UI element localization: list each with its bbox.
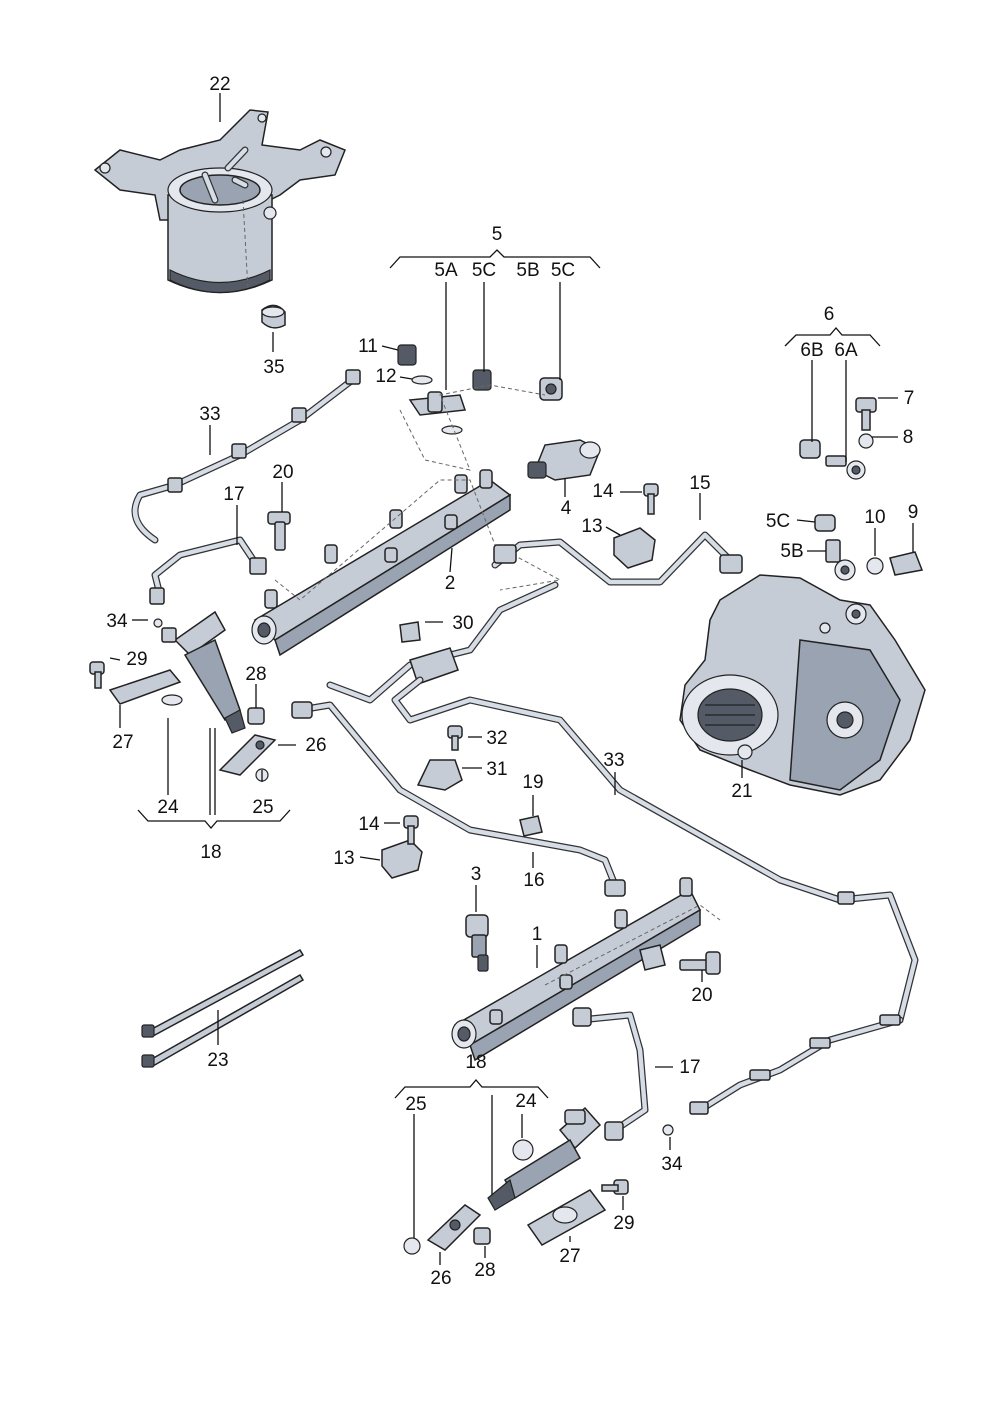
label-4: 4 — [561, 498, 572, 519]
injector-line-part-17-bottom — [572, 1007, 674, 1141]
label-5C-c: 5C — [766, 511, 790, 532]
label-2: 2 — [445, 573, 456, 594]
label-5B-b: 5B — [780, 541, 803, 562]
label-35: 35 — [263, 357, 284, 378]
cable-ties-part-23 — [141, 949, 305, 1068]
label-5C-b: 5C — [551, 260, 575, 281]
high-pressure-line-part-15 — [491, 531, 743, 586]
label-20-top: 20 — [272, 462, 293, 483]
label-6: 6 — [824, 304, 835, 325]
label-32: 32 — [486, 728, 507, 749]
label-6B: 6B — [800, 340, 823, 361]
label-27-bottom: 27 — [559, 1246, 580, 1267]
connector-group-part-5-right — [814, 514, 924, 581]
bolt-part-20-bottom — [679, 951, 721, 975]
label-8: 8 — [903, 427, 914, 448]
label-26-top: 26 — [305, 735, 326, 756]
injector-line-part-17-top — [149, 536, 267, 605]
label-24-top: 24 — [157, 797, 179, 818]
injector-set-part-18-top — [89, 610, 277, 782]
label-20-bottom: 20 — [691, 985, 712, 1006]
label-6A: 6A — [834, 340, 858, 361]
label-18-top: 18 — [200, 842, 221, 863]
label-3: 3 — [471, 864, 482, 885]
injector-line-part-16 — [291, 701, 626, 897]
connector-group-part-5 — [397, 344, 563, 471]
label-26-bottom: 26 — [430, 1268, 451, 1289]
label-5: 5 — [492, 224, 503, 245]
label-28-bottom: 28 — [474, 1260, 495, 1281]
label-22: 22 — [209, 74, 230, 95]
label-19: 19 — [522, 772, 543, 793]
label-5B: 5B — [516, 260, 539, 281]
label-18-bottom: 18 — [465, 1052, 486, 1073]
clip-part-35 — [261, 304, 286, 329]
pressure-sensor-part-4 — [527, 439, 601, 481]
label-34-top: 34 — [106, 611, 128, 632]
fuel-rail-part-1 — [451, 877, 721, 1062]
bracket-part-13-top — [613, 483, 659, 569]
label-7: 7 — [904, 388, 915, 409]
fuel-rail-part-2 — [251, 469, 562, 657]
pressure-sensor-part-3 — [465, 914, 489, 972]
label-13-top: 13 — [581, 516, 602, 537]
label-1: 1 — [532, 924, 543, 945]
label-23: 23 — [207, 1050, 228, 1071]
label-17-top: 17 — [223, 484, 244, 505]
injector-set-part-18-bottom — [403, 1106, 629, 1255]
label-5C-a: 5C — [472, 260, 496, 281]
label-29-top: 29 — [126, 649, 147, 670]
leader-lines — [109, 93, 914, 1265]
label-14-mid: 14 — [358, 814, 380, 835]
label-33-top: 33 — [199, 404, 220, 425]
label-25-bottom: 25 — [405, 1094, 426, 1115]
label-33-mid: 33 — [603, 750, 624, 771]
bolt-part-20-top — [267, 511, 291, 551]
label-9: 9 — [908, 502, 919, 523]
clip-part-30 — [399, 621, 421, 643]
holder-part-31 — [416, 725, 463, 791]
label-17-bottom: 17 — [679, 1057, 700, 1078]
label-13-mid: 13 — [333, 848, 354, 869]
label-11: 11 — [358, 336, 378, 357]
label-28-top: 28 — [245, 664, 266, 685]
connector-group-part-6 — [799, 397, 877, 480]
label-21: 21 — [731, 781, 752, 802]
label-12: 12 — [375, 366, 396, 387]
clip-part-19 — [519, 815, 543, 837]
label-27-top: 27 — [112, 732, 133, 753]
label-29-bottom: 29 — [613, 1213, 634, 1234]
label-16: 16 — [523, 870, 544, 891]
label-24-bottom: 24 — [515, 1091, 537, 1112]
label-14-top: 14 — [592, 481, 614, 502]
fuel-filter-part-22 — [93, 109, 346, 294]
return-line-part-33-bottom — [689, 891, 904, 1115]
high-pressure-pump-part-21 — [679, 574, 926, 796]
label-10: 10 — [864, 507, 885, 528]
return-line-part-33-top — [131, 369, 361, 544]
fuel-supply-lines — [326, 581, 919, 1024]
label-31: 31 — [486, 759, 507, 780]
label-30: 30 — [452, 613, 473, 634]
bracket-part-13-mid — [381, 815, 423, 879]
label-5A: 5A — [434, 260, 458, 281]
label-34-bottom: 34 — [661, 1154, 683, 1175]
part-labels: 22 35 5 5A 5C 5B 5C 11 12 33 20 17 4 14 … — [106, 74, 918, 1289]
label-15: 15 — [689, 473, 710, 494]
label-25-top: 25 — [252, 797, 273, 818]
